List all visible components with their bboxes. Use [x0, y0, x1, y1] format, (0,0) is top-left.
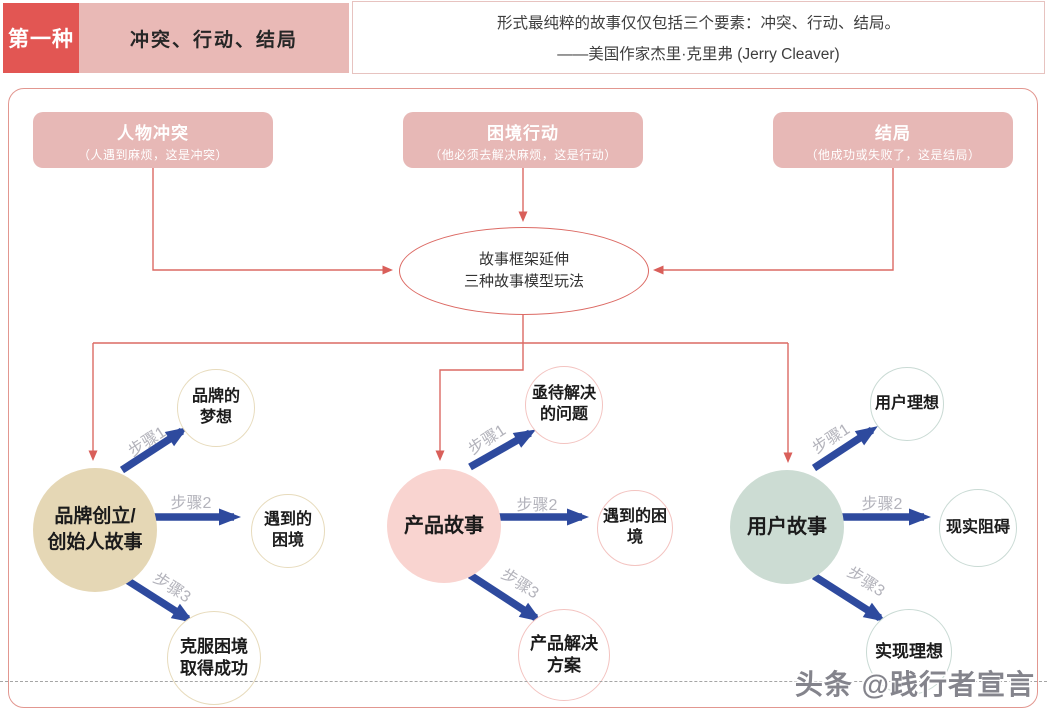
- node-ending: 结局 （他成功或失败了，这是结局）: [773, 112, 1013, 168]
- brand-step3-arrow-icon: [119, 573, 194, 623]
- node-brand-story: 品牌创立/ 创始人故事: [33, 468, 157, 592]
- node-brand-difficulty: 遇到的 困境: [251, 494, 325, 568]
- user-step1-arrow-icon: [811, 426, 878, 472]
- node-title: 人物冲突: [117, 124, 189, 143]
- node-product-solution: 产品解决 方案: [518, 609, 610, 701]
- hub-line1: 故事框架延伸: [478, 250, 569, 268]
- node-title: 困境行动: [487, 124, 559, 143]
- quote-text: 形式最纯粹的故事仅仅包括三个要素：冲突、行动、结局。: [496, 15, 900, 32]
- outcome-line: 用户理想: [874, 394, 939, 412]
- product-step3-arrow-icon: [467, 571, 542, 622]
- type-badge: 第一种: [3, 3, 79, 73]
- node-character-conflict: 人物冲突 （人遇到麻烦，这是冲突）: [33, 112, 273, 168]
- outcome-line: 亟待解决: [531, 385, 596, 403]
- arrow-conflict-to-hub: [152, 168, 393, 275]
- outcome-line: 梦想: [199, 409, 232, 426]
- node-product-problem: 亟待解决 的问题: [525, 366, 603, 444]
- quote-attribution: ——美国作家杰里·克里弗 (Jerry Cleaver): [557, 46, 840, 63]
- user-step2-label: 步骤2: [861, 496, 903, 513]
- node-product-story: 产品故事: [387, 469, 501, 583]
- outcome-line: 的问题: [539, 406, 588, 423]
- node-dilemma-action: 困境行动 （他必须去解决麻烦，这是行动）: [403, 112, 643, 168]
- node-product-difficulty: 遇到的困 境: [597, 490, 673, 566]
- outcome-line: 境: [626, 529, 643, 546]
- bottom-dashed-divider: [0, 681, 1047, 682]
- node-user-ideal: 用户理想: [870, 367, 944, 441]
- node-story-framework-hub: 故事框架延伸 三种故事模型玩法: [399, 227, 649, 315]
- quote-box: 形式最纯粹的故事仅仅包括三个要素：冲突、行动、结局。 ——美国作家杰里·克里弗 …: [352, 1, 1045, 74]
- hub-line2: 三种故事模型玩法: [463, 273, 584, 290]
- watermark: 头条 @践行者宣言: [794, 669, 1035, 700]
- brand-step2-label: 步骤2: [170, 495, 212, 512]
- outcome-line: 实现理想: [875, 641, 943, 661]
- arrow-ending-to-hub: [653, 168, 894, 275]
- page-title: 冲突、行动、结局: [79, 3, 349, 73]
- brand-step1-arrow-icon: [119, 427, 188, 474]
- node-subtitle: （他成功或失败了，这是结局）: [805, 148, 981, 162]
- outcome-line: 遇到的困: [602, 508, 667, 526]
- node-title-line: 品牌创立/: [54, 506, 136, 528]
- user-step3-arrow-icon: [811, 572, 886, 622]
- node-brand-success: 克服困境 取得成功: [167, 611, 261, 705]
- node-subtitle: （他必须去解决麻烦，这是行动）: [429, 148, 617, 162]
- node-user-story: 用户故事: [730, 470, 844, 584]
- node-user-obstacle: 现实阻碍: [939, 489, 1017, 567]
- product-step2-label: 步骤2: [516, 497, 558, 514]
- outcome-line: 产品解决: [530, 633, 598, 653]
- outcome-line: 品牌的: [191, 388, 240, 406]
- node-brand-dream: 品牌的 梦想: [177, 369, 255, 447]
- product-step1-arrow-icon: [468, 429, 537, 471]
- node-subtitle: （人遇到麻烦，这是冲突）: [77, 148, 228, 162]
- node-title-line: 创始人故事: [47, 532, 143, 553]
- outcome-line: 方案: [547, 656, 581, 675]
- node-title: 结局: [875, 124, 911, 143]
- red-connector-lines: [88, 168, 894, 463]
- outcome-line: 现实阻碍: [945, 518, 1010, 536]
- outcome-line: 克服困境: [180, 636, 248, 656]
- node-title-line: 用户故事: [747, 515, 827, 538]
- outcome-line: 困境: [271, 532, 304, 549]
- outcome-line: 取得成功: [180, 659, 248, 678]
- arrow-hub-to-product: [435, 343, 524, 461]
- outcome-line: 遇到的: [263, 511, 312, 529]
- node-user-achievement: 实现理想: [866, 609, 952, 695]
- node-title-line: 产品故事: [404, 514, 484, 537]
- blue-step-arrows: [119, 426, 931, 623]
